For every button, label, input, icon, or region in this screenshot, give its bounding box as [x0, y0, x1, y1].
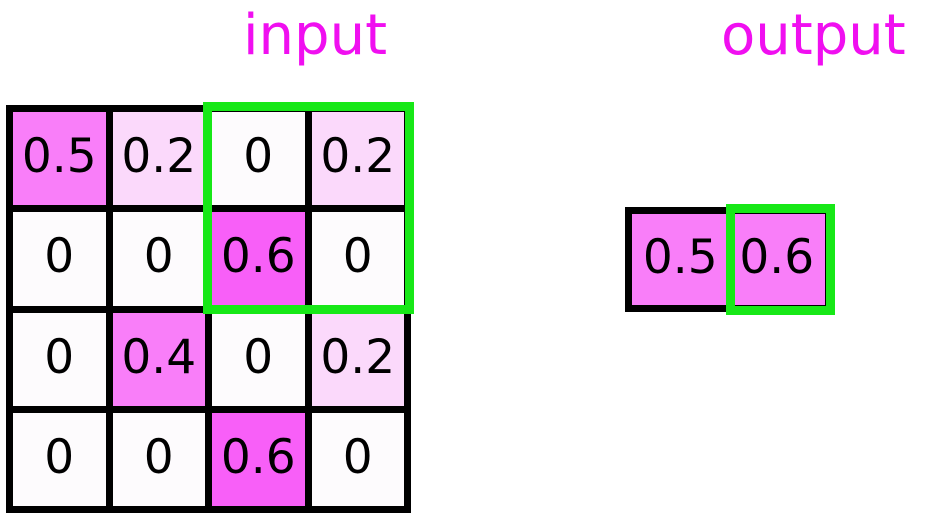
input-cell-value: 0 [143, 229, 174, 285]
input-cell[interactable]: 0.4 [112, 312, 205, 406]
output-title: output [721, 3, 906, 68]
input-cell-value: 0 [143, 429, 174, 485]
input-cell[interactable]: 0 [212, 312, 305, 406]
input-cell-value: 0 [44, 429, 75, 485]
input-cell[interactable]: 0 [13, 212, 106, 306]
input-cell[interactable]: 0.6 [212, 412, 305, 506]
input-cell-value: 0 [342, 429, 373, 485]
input-cell-value: 0 [243, 329, 274, 385]
input-cell-value: 0.5 [21, 129, 97, 185]
input-cell[interactable]: 0 [311, 412, 404, 506]
input-cell[interactable]: 0 [212, 112, 305, 206]
input-cell-value: 0.2 [121, 129, 197, 185]
input-cell[interactable]: 0.2 [311, 112, 404, 206]
input-cell[interactable]: 0 [13, 412, 106, 506]
input-cell-value: 0.2 [320, 329, 396, 385]
input-cell[interactable]: 0 [13, 312, 106, 406]
output-cell[interactable]: 0.6 [728, 214, 825, 305]
input-cell-value: 0 [342, 229, 373, 285]
input-cell-value: 0.6 [220, 229, 296, 285]
input-cell[interactable]: 0.2 [311, 312, 404, 406]
input-cell[interactable]: 0 [112, 212, 205, 306]
input-cell[interactable]: 0.6 [212, 212, 305, 306]
input-cell[interactable]: 0 [112, 412, 205, 506]
input-cell-value: 0.4 [121, 329, 197, 385]
input-cell[interactable]: 0 [311, 212, 404, 306]
output-matrix-grid: 0.5 0.6 [625, 207, 832, 312]
input-cell-value: 0.2 [320, 129, 396, 185]
input-cell[interactable]: 0.2 [112, 112, 205, 206]
input-cell[interactable]: 0.5 [13, 112, 106, 206]
input-cell-value: 0.6 [220, 429, 296, 485]
output-cell[interactable]: 0.5 [632, 214, 729, 305]
input-title: input [243, 3, 388, 68]
input-cell-value: 0 [243, 129, 274, 185]
input-cell-value: 0 [44, 229, 75, 285]
input-cell-value: 0 [44, 329, 75, 385]
output-cell-value: 0.5 [642, 230, 718, 285]
input-matrix-grid: 0.5 0.2 0 0.2 0 0 0.6 0 0 0.4 0 0.2 0 0 … [6, 105, 411, 513]
output-cell-value: 0.6 [739, 230, 815, 285]
